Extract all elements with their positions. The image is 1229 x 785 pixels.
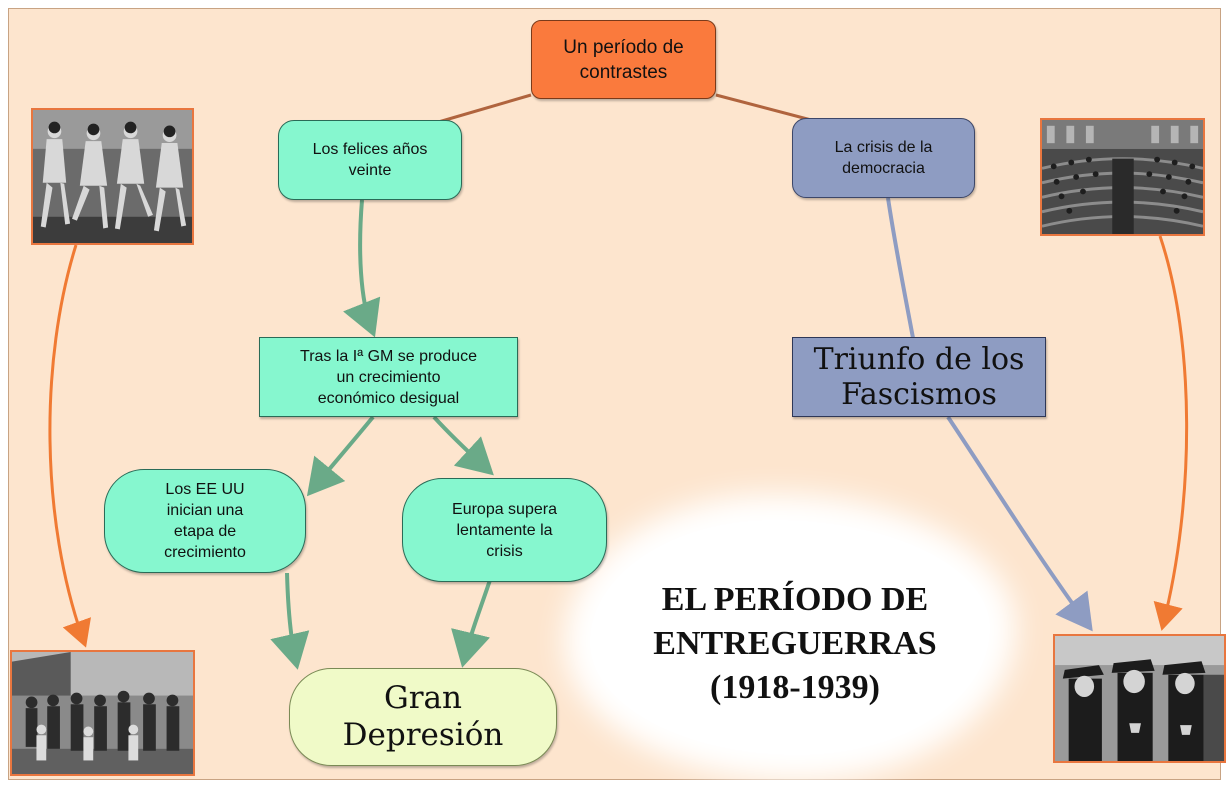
node-line: Gran [383, 680, 462, 716]
link-tras-eeuu[interactable] [306, 415, 375, 497]
node-eeuu[interactable]: Los EE UU inician una etapa de crecimien… [104, 469, 306, 573]
page-title: EL PERÍODO DE ENTREGUERRAS (1918-1939) [600, 578, 990, 718]
link-root-felices [434, 93, 532, 125]
title-line: EL PERÍODO DE [661, 581, 929, 618]
photo-parliament[interactable] [1040, 118, 1205, 236]
title-cloud [590, 520, 990, 755]
link-felices-tras[interactable] [343, 199, 381, 338]
link-crisis-triunfo[interactable] [886, 197, 915, 339]
link-flappers-depression[interactable] [48, 244, 91, 648]
node-line: inician una [166, 502, 244, 519]
photo-parliament-icon [1042, 120, 1203, 234]
photo-dictators[interactable] [1053, 634, 1226, 763]
node-europa[interactable]: Europa supera lentamente la crisis [402, 478, 607, 582]
photo-flappers[interactable] [31, 108, 194, 245]
node-line: La crisis de la [834, 139, 933, 156]
node-felices-anos-veinte[interactable]: Los felices años veinte [278, 120, 462, 200]
link-tras-europa[interactable] [432, 415, 494, 476]
photo-dictators-icon [1055, 636, 1224, 761]
node-line: crisis [486, 542, 523, 560]
node-line: Europa supera [452, 500, 557, 518]
node-gran-depresion[interactable]: Gran Depresión [289, 668, 557, 766]
node-line: veinte [348, 162, 392, 179]
node-line: etapa de [173, 523, 237, 540]
node-line: contrastes [579, 61, 668, 83]
photo-flappers-icon [33, 110, 192, 243]
photo-depression-crowd-icon [12, 652, 193, 774]
node-line: Los EE UU [165, 481, 245, 498]
link-root-crisis [715, 93, 816, 123]
node-line: Los felices años [312, 141, 428, 158]
node-line: Triunfo de los [813, 342, 1025, 377]
node-triunfo-fascismos[interactable]: Triunfo de los Fascismos [792, 337, 1046, 417]
node-line: económico desigual [317, 389, 460, 407]
node-line: lentamente la [456, 521, 553, 539]
node-line: un crecimiento [336, 368, 441, 386]
title-line: (1918-1939) [710, 669, 880, 706]
link-triunfo-dictators[interactable] [946, 415, 1093, 632]
node-crecimiento-desigual[interactable]: Tras la Iª GM se produce un crecimiento … [259, 337, 518, 417]
node-line: Depresión [342, 717, 504, 753]
node-line: Fascismos [841, 377, 997, 412]
node-crisis-democracia[interactable]: La crisis de la democracia [792, 118, 975, 198]
node-root[interactable]: Un período de contrastes [531, 20, 716, 99]
link-eeuu-gran[interactable] [270, 572, 310, 670]
node-line: democracia [842, 160, 925, 177]
link-europa-gran[interactable] [451, 579, 492, 668]
node-line: Tras la Iª GM se produce [300, 347, 477, 365]
photo-depression-crowd[interactable] [10, 650, 195, 776]
title-line: ENTREGUERRAS [653, 625, 937, 662]
node-line: Un período de [563, 36, 684, 58]
link-parliament-dictators[interactable] [1153, 235, 1189, 631]
node-line: crecimiento [164, 544, 246, 561]
